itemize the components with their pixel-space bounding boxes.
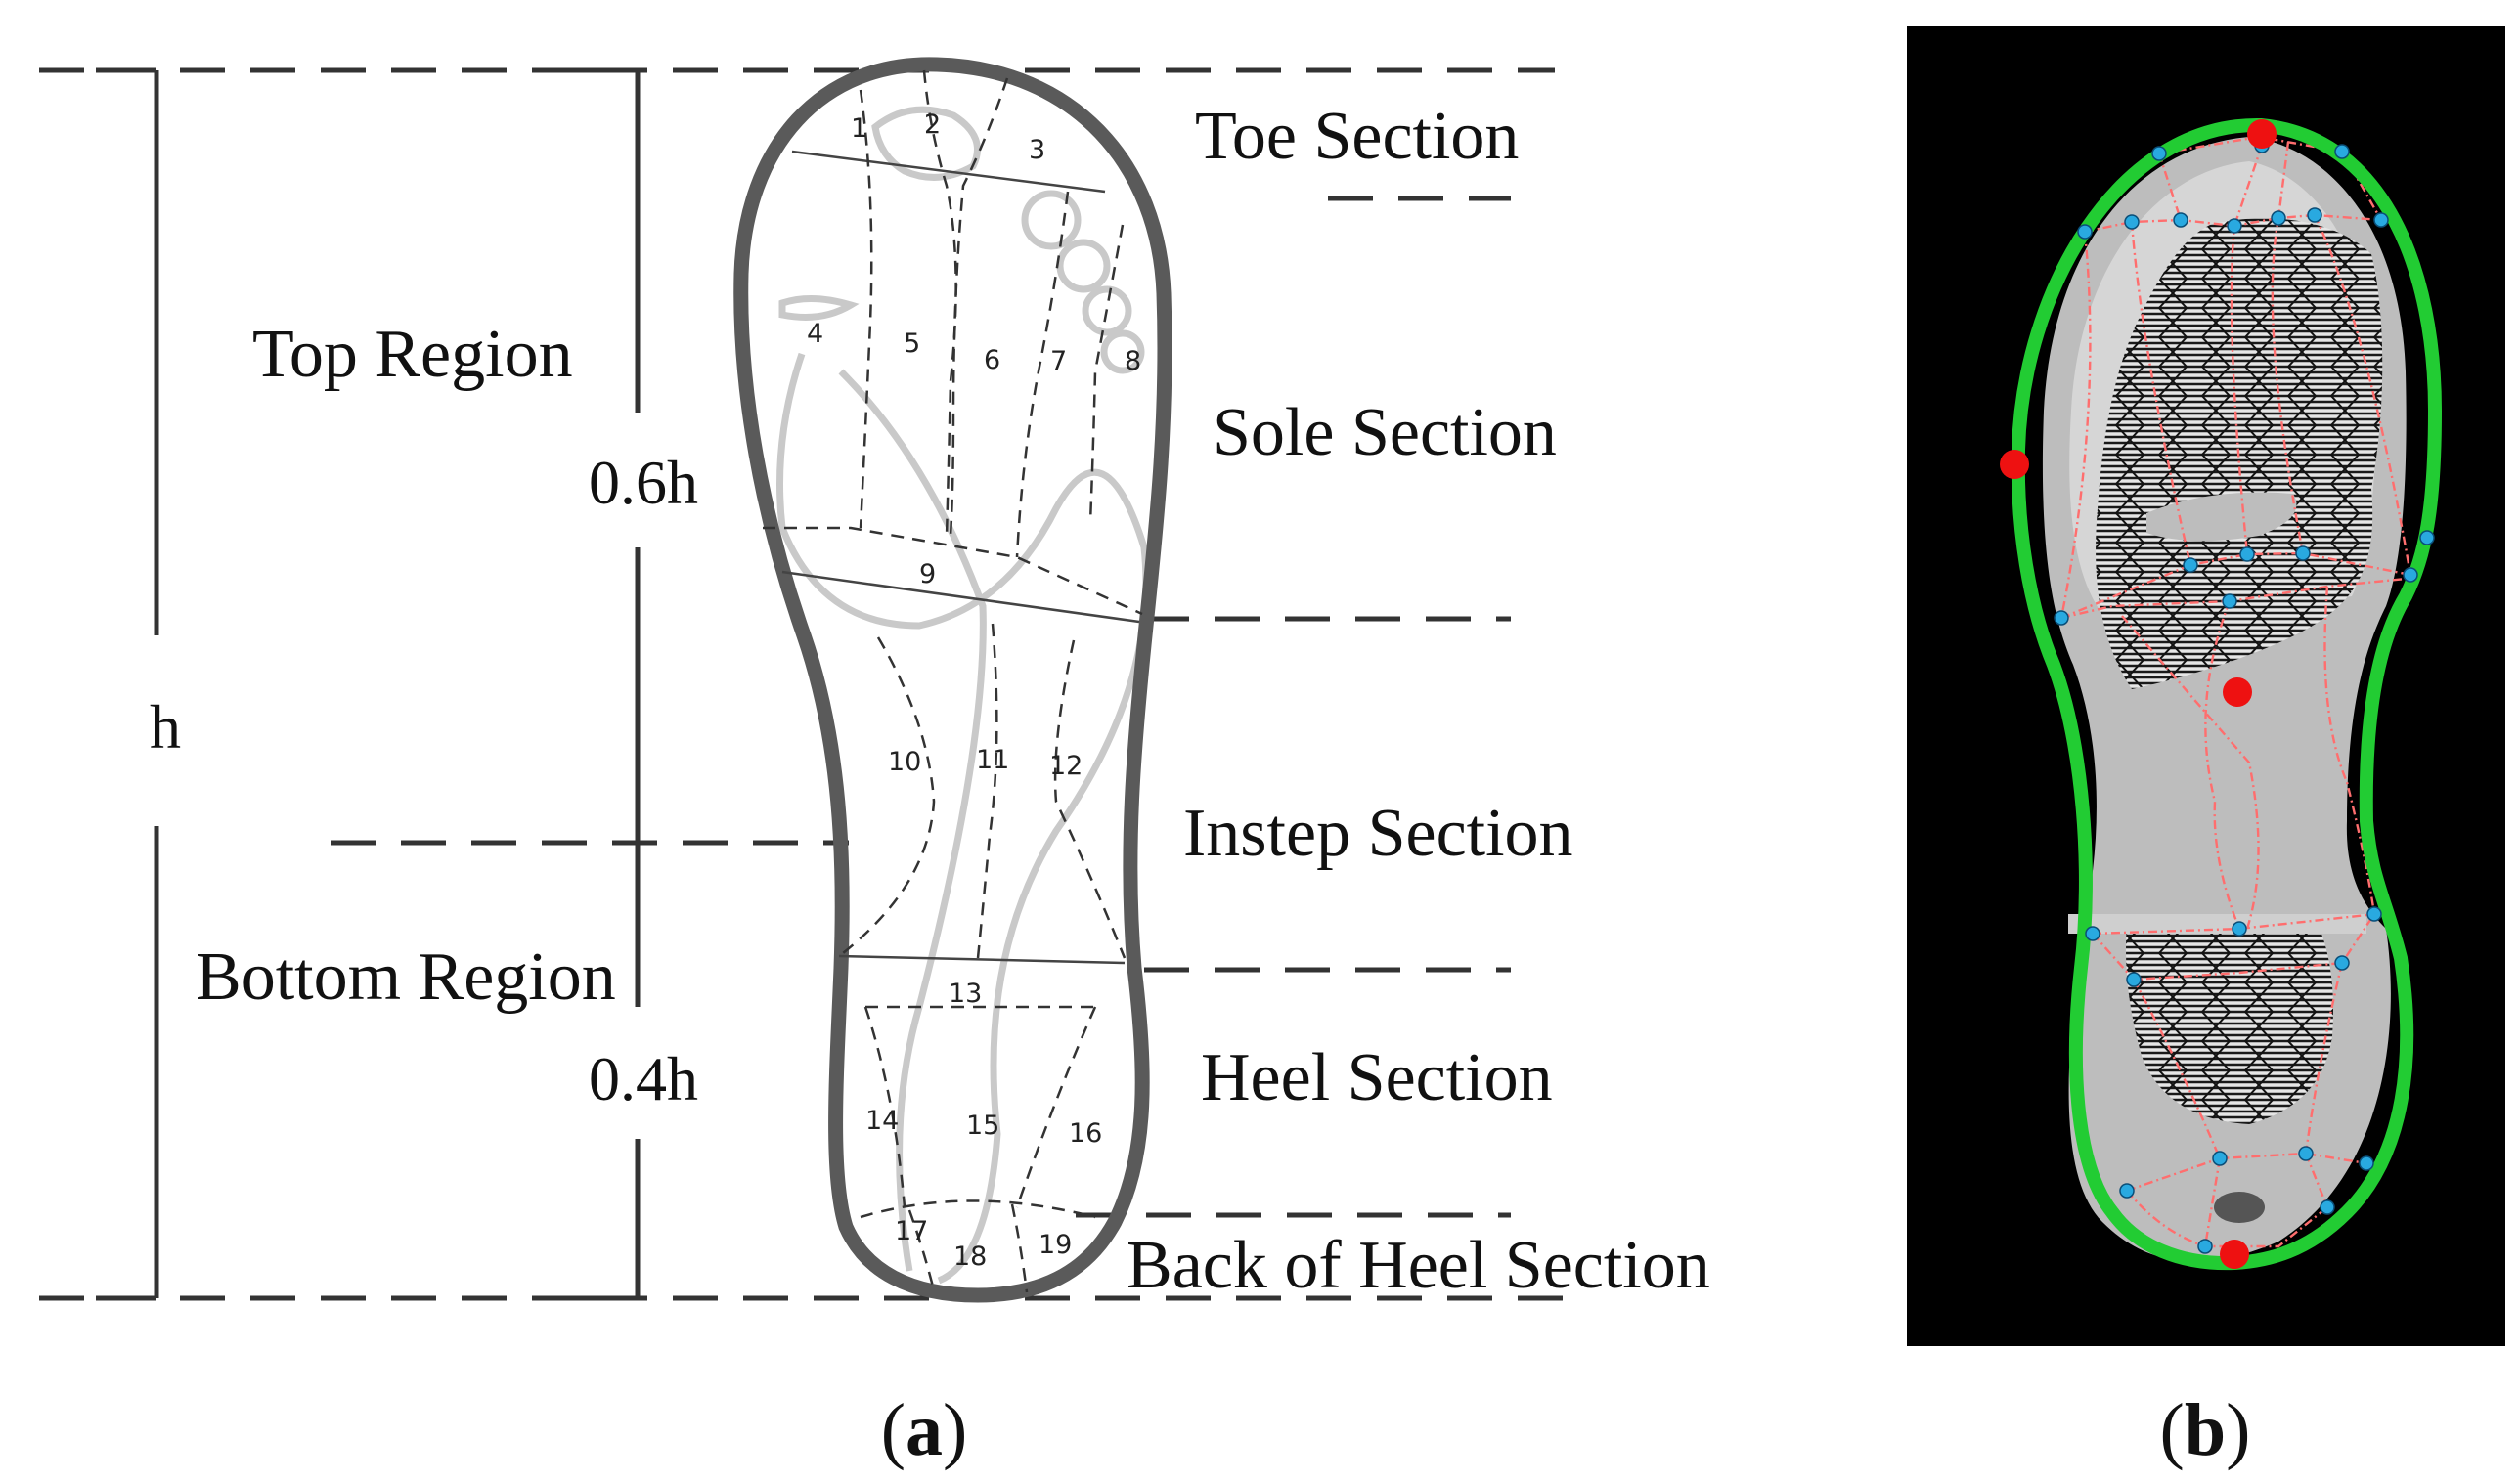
zone-number: 10 xyxy=(888,747,921,777)
zone-number: 16 xyxy=(1069,1118,1102,1149)
keypoint xyxy=(2232,921,2247,937)
keypoint xyxy=(2307,207,2322,223)
keypoint xyxy=(2403,567,2418,583)
zone-number: 13 xyxy=(949,979,982,1009)
insole-outline xyxy=(733,57,1172,1303)
landmark-center xyxy=(2223,677,2252,707)
keypoint xyxy=(2419,530,2435,545)
top-region-label: Top Region xyxy=(252,317,573,392)
contour-outline xyxy=(2011,117,2443,1271)
keypoint xyxy=(2271,210,2286,226)
height-label: h xyxy=(150,692,181,762)
foot-impression xyxy=(776,106,1150,1285)
region-bracket xyxy=(577,67,641,1301)
landmark-toe xyxy=(2247,119,2277,149)
keypoint xyxy=(2222,593,2237,609)
zone-number: 4 xyxy=(807,319,823,349)
zone-number: 18 xyxy=(953,1242,987,1272)
keypoint xyxy=(2151,146,2167,161)
keypoint xyxy=(2212,1151,2228,1166)
zone-number: 6 xyxy=(984,345,1000,375)
keypoint xyxy=(2077,224,2093,240)
zone-divisions xyxy=(763,69,1143,1293)
bottom-region-label: Bottom Region xyxy=(196,939,616,1015)
keypoint xyxy=(2054,610,2069,626)
heel-section-label: Heel Section xyxy=(1201,1040,1553,1115)
bottom-fraction-label: 0.4h xyxy=(589,1044,698,1113)
zone-number: 1 xyxy=(851,113,867,144)
caption-a: (a) xyxy=(881,1389,968,1471)
zone-numbers: 1 2 3 4 5 6 7 8 9 10 11 12 13 14 15 16 1… xyxy=(807,109,1141,1272)
keypoint xyxy=(2359,1155,2374,1171)
forefoot-worn-patch xyxy=(2146,492,2297,542)
heel-dark-spot xyxy=(2214,1192,2265,1223)
insole-photo xyxy=(2042,137,2407,1262)
zone-number: 2 xyxy=(924,109,941,140)
panel-a: 1 2 3 4 5 6 7 8 9 10 11 12 13 14 15 16 1… xyxy=(39,57,1710,1471)
svg-text:(a): (a) xyxy=(881,1389,968,1471)
panel-b: (b) xyxy=(1907,26,2505,1471)
keypoint xyxy=(2119,1183,2135,1199)
heel-tread xyxy=(2126,924,2333,1124)
zone-number: 15 xyxy=(966,1111,999,1141)
keypoint xyxy=(2197,1239,2213,1254)
keypoint xyxy=(2239,546,2255,562)
zone-number: 17 xyxy=(895,1216,928,1246)
panel-a-labels: h Top Region Bottom Region 0.6h 0.4h Toe… xyxy=(150,99,1710,1303)
toe-section-label: Toe Section xyxy=(1195,99,1519,174)
zone-number: 12 xyxy=(1049,751,1083,781)
keypoint xyxy=(2334,955,2350,971)
keypoint xyxy=(2298,1146,2314,1161)
keypoint xyxy=(2320,1199,2335,1215)
svg-text:(b): (b) xyxy=(2160,1389,2251,1471)
zone-number: 5 xyxy=(904,328,920,359)
mesh-keypoints xyxy=(2054,138,2435,1254)
zone-number: 14 xyxy=(865,1106,899,1136)
sole-section-label: Sole Section xyxy=(1213,395,1557,470)
zone-number: 9 xyxy=(919,559,936,589)
caption-a-letter: a xyxy=(906,1389,943,1471)
keypoint xyxy=(2183,557,2198,573)
landmark-points xyxy=(2000,119,2277,1269)
keypoint xyxy=(2126,972,2142,987)
caption-b: (b) xyxy=(2160,1389,2251,1471)
keypoint xyxy=(2085,926,2100,941)
keypoint xyxy=(2124,214,2140,230)
keypoint xyxy=(2173,212,2188,228)
keypoint xyxy=(2366,906,2382,922)
keypoint xyxy=(2295,545,2311,561)
keypoint xyxy=(2227,218,2242,234)
keypoint xyxy=(2373,212,2389,228)
caption-b-letter: b xyxy=(2185,1389,2226,1471)
keypoint xyxy=(2334,144,2350,159)
back-of-heel-section-label: Back of Heel Section xyxy=(1127,1228,1710,1303)
zone-number: 8 xyxy=(1125,346,1141,376)
landmark-side xyxy=(2000,450,2029,479)
landmark-heel xyxy=(2220,1240,2249,1269)
heel-top-band xyxy=(2068,914,2366,934)
section-dashed-lines xyxy=(39,67,1584,1301)
height-bracket xyxy=(96,67,159,1301)
zone-number: 7 xyxy=(1050,346,1067,376)
zone-number: 3 xyxy=(1029,135,1045,165)
instep-section-label: Instep Section xyxy=(1183,796,1573,871)
zone-number: 19 xyxy=(1039,1230,1072,1260)
zone-number: 11 xyxy=(976,745,1009,775)
top-fraction-label: 0.6h xyxy=(589,448,698,517)
